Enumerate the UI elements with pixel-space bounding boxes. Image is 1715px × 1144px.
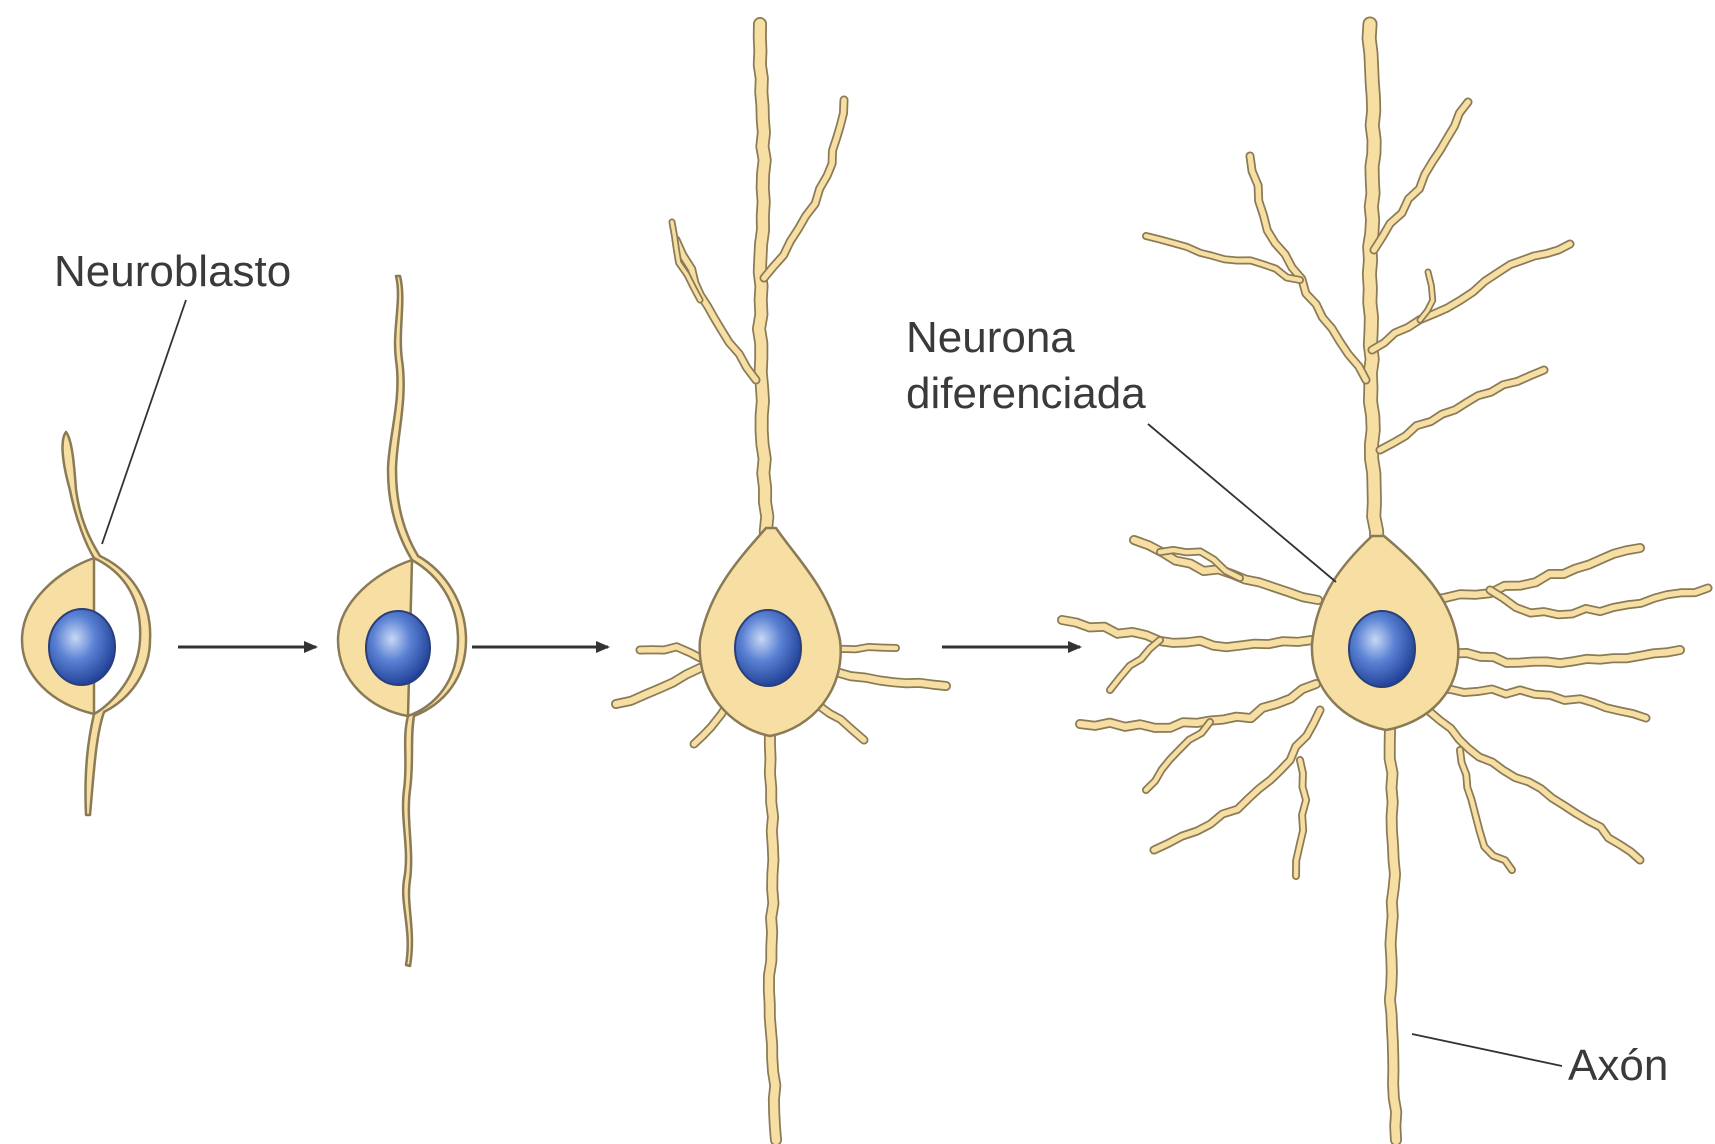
label-neuroblast: Neuroblasto [54,244,291,300]
stage-1-neuroblast [22,432,150,815]
stage-4-nucleus [1349,611,1415,687]
neuroblast-nucleus [49,609,115,685]
stage-4-basal-left-mid2 [1110,640,1160,690]
stage-4-basal-down-right [1430,712,1640,860]
stage-4-apical-dendrite [1369,24,1377,560]
stage-4-basal-down-left-outline [1154,710,1320,850]
label-differentiated-line2: diferenciada [906,366,1146,422]
stage-2-nucleus [366,611,430,685]
neuroblast-leader-line [102,300,186,544]
stage-4-basal-right-top [1430,548,1640,600]
stage-3-axon [769,730,776,1140]
stage-3-early-neuron [616,24,946,1140]
stage-3-branch-right-outline [764,100,844,278]
label-axon: Axón [1568,1038,1668,1094]
stage-4-axon [1390,730,1397,1140]
stage-4-apical-branch-r2-outline [1372,244,1570,350]
stage-4-basal-right-top2 [1490,588,1708,615]
stage-3-nucleus [735,610,801,686]
stage-3-branch-right [764,100,844,278]
stage-3-branch-left [676,240,756,380]
stage-4-basal-left-mid [1062,620,1312,647]
axon-leader-line [1412,1034,1562,1066]
label-differentiated-line1: Neurona [906,310,1075,366]
stage-4-basal-down-left [1154,710,1320,850]
stage-3-basal-left [616,668,700,704]
stage-4-differentiated-neuron [1062,24,1708,1140]
stage-2-bipolar [338,276,466,966]
stage-3-basal-right [836,672,946,686]
